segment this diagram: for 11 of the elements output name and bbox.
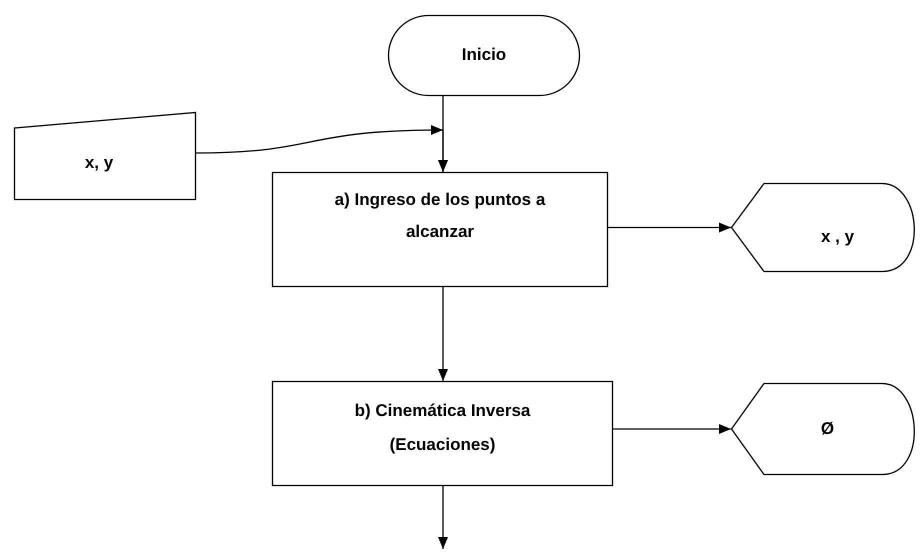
- node-label: a) Ingreso de los puntos a alcanzar: [334, 189, 546, 243]
- arrow: [438, 486, 448, 549]
- arrow: [613, 424, 731, 434]
- node-label: x , y: [820, 226, 854, 248]
- arrow: [438, 287, 448, 381]
- node-label: b) Cinemática Inversa (Ecuaciones): [354, 400, 532, 456]
- node-label: Inicio: [462, 44, 506, 66]
- arrow: [196, 125, 448, 172]
- node-label: Ø: [820, 418, 834, 440]
- node-label: x, y: [84, 152, 114, 174]
- arrow: [608, 222, 731, 232]
